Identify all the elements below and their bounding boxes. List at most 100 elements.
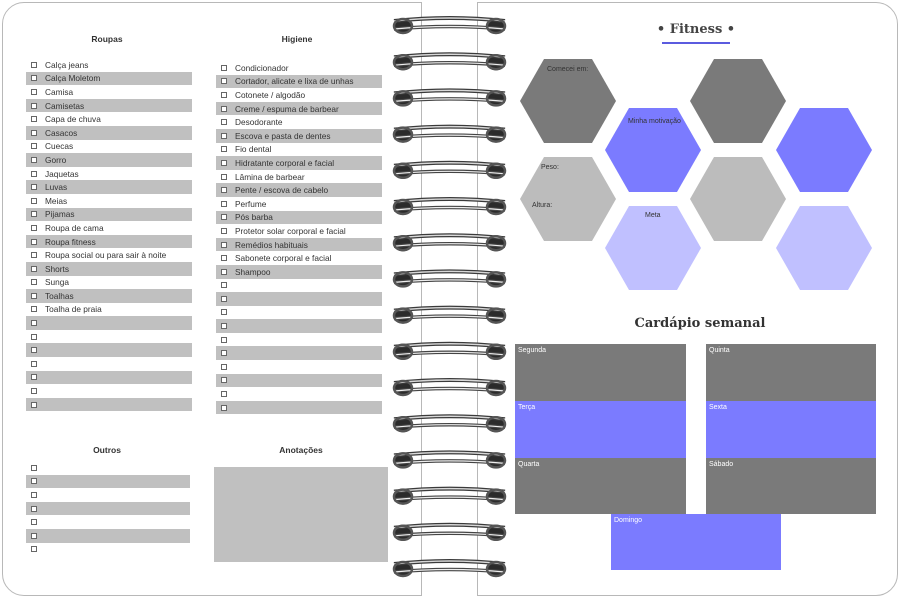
checkbox[interactable] <box>31 129 37 136</box>
higiene-item[interactable]: Cortador, alicate e lixa de unhas <box>216 74 382 89</box>
checkbox[interactable] <box>221 227 227 234</box>
higiene-item[interactable] <box>216 333 382 347</box>
higiene-item[interactable] <box>216 346 382 361</box>
outros-item[interactable] <box>26 488 190 502</box>
higiene-item[interactable]: Escova e pasta de dentes <box>216 128 382 143</box>
roupas-item[interactable]: Casacos <box>26 125 192 140</box>
checkbox[interactable] <box>31 102 37 109</box>
checkbox[interactable] <box>31 265 37 272</box>
checkbox[interactable] <box>221 119 227 126</box>
roupas-item[interactable]: Meias <box>26 194 192 208</box>
higiene-item[interactable]: Perfume <box>216 197 382 211</box>
checkbox[interactable] <box>221 64 227 71</box>
checkbox[interactable] <box>221 363 227 370</box>
checkbox[interactable] <box>221 132 227 139</box>
roupas-item[interactable]: Gorro <box>26 153 192 167</box>
higiene-item[interactable] <box>216 279 382 293</box>
roupas-item[interactable]: Sunga <box>26 276 192 290</box>
checkbox[interactable] <box>31 505 37 512</box>
checkbox[interactable] <box>31 279 37 286</box>
roupas-item[interactable] <box>26 316 192 330</box>
checkbox[interactable] <box>31 347 37 354</box>
higiene-item[interactable]: Pós barba <box>216 210 382 225</box>
checkbox[interactable] <box>221 255 227 262</box>
checkbox[interactable] <box>221 200 227 207</box>
higiene-item[interactable]: Hidratante corporal e facial <box>216 156 382 170</box>
higiene-item[interactable]: Lâmina de barbear <box>216 170 382 184</box>
checkbox[interactable] <box>31 211 37 218</box>
roupas-item[interactable]: Calça jeans <box>26 58 192 72</box>
higiene-item[interactable] <box>216 387 382 401</box>
checkbox[interactable] <box>31 238 37 245</box>
checkbox[interactable] <box>31 374 37 381</box>
day-quarta[interactable]: Quarta <box>515 458 686 514</box>
higiene-item[interactable]: Remédios habituais <box>216 237 382 252</box>
checkbox[interactable] <box>31 184 37 191</box>
roupas-item[interactable]: Roupa fitness <box>26 234 192 249</box>
checkbox[interactable] <box>31 252 37 259</box>
roupas-item[interactable] <box>26 330 192 344</box>
checkbox[interactable] <box>31 546 37 553</box>
outros-item[interactable] <box>26 528 190 543</box>
checkbox[interactable] <box>221 146 227 153</box>
checkbox[interactable] <box>31 292 37 299</box>
checkbox[interactable] <box>221 173 227 180</box>
checkbox[interactable] <box>31 519 37 526</box>
roupas-item[interactable]: Roupa de cama <box>26 221 192 235</box>
checkbox[interactable] <box>31 197 37 204</box>
checkbox[interactable] <box>221 214 227 221</box>
checkbox[interactable] <box>221 241 227 248</box>
day-quinta[interactable]: Quinta <box>706 344 876 401</box>
checkbox[interactable] <box>31 401 37 408</box>
checkbox[interactable] <box>31 224 37 231</box>
checkbox[interactable] <box>221 295 227 302</box>
checkbox[interactable] <box>221 336 227 343</box>
higiene-item[interactable]: Desodorante <box>216 115 382 129</box>
roupas-item[interactable] <box>26 357 192 371</box>
roupas-item[interactable]: Jaquetas <box>26 167 192 181</box>
roupas-item[interactable]: Cuecas <box>26 140 192 154</box>
checkbox[interactable] <box>31 75 37 82</box>
outros-item[interactable] <box>26 543 190 557</box>
checkbox[interactable] <box>31 156 37 163</box>
checkbox[interactable] <box>31 143 37 150</box>
higiene-item[interactable] <box>216 373 382 388</box>
checkbox[interactable] <box>221 78 227 85</box>
higiene-item[interactable]: Creme / espuma de barbear <box>216 101 382 116</box>
higiene-item[interactable]: Fio dental <box>216 143 382 157</box>
roupas-item[interactable]: Toalhas <box>26 289 192 303</box>
higiene-item[interactable]: Cotonete / algodão <box>216 88 382 102</box>
day-domingo[interactable]: Domingo <box>611 514 781 570</box>
higiene-item[interactable] <box>216 360 382 374</box>
checkbox[interactable] <box>31 61 37 68</box>
checkbox[interactable] <box>31 360 37 367</box>
day-segunda[interactable]: Segunda <box>515 344 686 401</box>
roupas-item[interactable]: Camisa <box>26 85 192 99</box>
checkbox[interactable] <box>31 478 37 485</box>
roupas-item[interactable] <box>26 384 192 398</box>
roupas-item[interactable]: Camisetas <box>26 98 192 113</box>
roupas-item[interactable] <box>26 370 192 385</box>
higiene-item[interactable] <box>216 400 382 415</box>
outros-item[interactable] <box>26 515 190 529</box>
outros-item[interactable] <box>26 461 190 475</box>
roupas-item[interactable]: Shorts <box>26 261 192 276</box>
checkbox[interactable] <box>221 159 227 166</box>
roupas-item[interactable]: Capa de chuva <box>26 112 192 126</box>
checkbox[interactable] <box>221 268 227 275</box>
higiene-item[interactable] <box>216 319 382 333</box>
roupas-item[interactable] <box>26 397 192 412</box>
checkbox[interactable] <box>31 170 37 177</box>
anotacoes-box[interactable] <box>214 467 388 562</box>
checkbox[interactable] <box>31 532 37 539</box>
roupas-item[interactable]: Calça Moletom <box>26 71 192 86</box>
checkbox[interactable] <box>31 320 37 327</box>
checkbox[interactable] <box>221 105 227 112</box>
checkbox[interactable] <box>31 464 37 471</box>
checkbox[interactable] <box>31 88 37 95</box>
checkbox[interactable] <box>221 391 227 398</box>
checkbox[interactable] <box>221 187 227 194</box>
roupas-item[interactable]: Toalha de praia <box>26 303 192 317</box>
higiene-item[interactable]: Condicionador <box>216 61 382 75</box>
checkbox[interactable] <box>31 388 37 395</box>
